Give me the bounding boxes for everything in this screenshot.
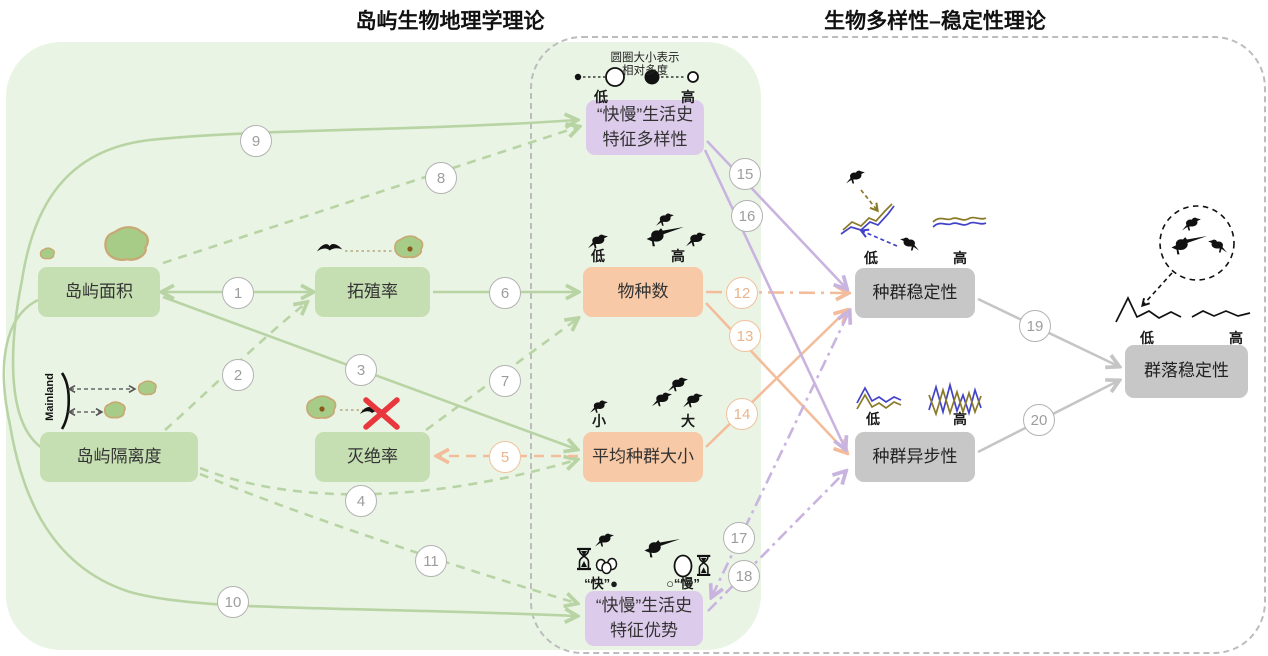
title-right: 生物多样性–稳定性理论 <box>824 10 1046 33</box>
edge-num-12: 12 <box>726 277 758 309</box>
edge-num-9: 9 <box>240 125 272 157</box>
edge-num-1: 1 <box>222 277 254 309</box>
edge-num-19: 19 <box>1019 310 1051 342</box>
edge-num-3: 3 <box>345 354 377 386</box>
asynchrony-high-icon <box>928 381 982 417</box>
community-birds-circle-icon <box>1141 205 1235 308</box>
popsize-large-birds-icon <box>652 377 703 408</box>
edge-num-7: 7 <box>489 365 521 397</box>
community-high-label: 高 <box>1229 330 1243 346</box>
edge-num-10: 10 <box>217 586 249 618</box>
box-island-area-label: 岛屿面积 <box>65 281 133 301</box>
edge-num-6: 6 <box>489 277 521 309</box>
legend-high-label: 高 <box>681 89 695 105</box>
stability-theory-panel <box>530 36 1266 654</box>
box-trait-dominance: “快慢”生活史 特征优势 <box>585 591 703 646</box>
extinction-icon <box>306 395 400 430</box>
edge-2-isolation-colonization <box>164 303 306 431</box>
box-island-isolation-label: 岛屿隔离度 <box>76 446 162 466</box>
edge-16-traitdiversity-asynchrony <box>703 149 845 448</box>
box-island-isolation: 岛屿隔离度 <box>40 432 198 482</box>
box-population-stability-label: 种群稳定性 <box>872 282 958 302</box>
community-low-label: 低 <box>1140 330 1154 346</box>
richness-high-birds-icon <box>646 213 706 247</box>
box-trait-diversity-line1: “快慢”生活史 <box>596 104 694 124</box>
richness-low-label: 低 <box>591 248 605 264</box>
edge-18-traitdominance-asynchrony <box>707 472 845 612</box>
box-trait-diversity-line2: 特征多样性 <box>602 129 688 149</box>
stability-high-icon <box>932 216 987 228</box>
edge-num-13: 13 <box>729 320 761 352</box>
box-colonization-rate: 拓殖率 <box>315 267 430 317</box>
box-community-stability: 群落稳定性 <box>1125 345 1248 398</box>
edge-num-17: 17 <box>723 522 755 554</box>
edge-num-15: 15 <box>729 158 761 190</box>
edge-num-16: 16 <box>731 200 763 232</box>
red-x-icon <box>363 397 400 430</box>
edge-10-area-traitdominance <box>2 298 576 616</box>
dominance-slow-label: ○“慢” <box>666 576 700 591</box>
edge-num-4: 4 <box>345 485 377 517</box>
popsize-small-label: 小 <box>592 413 606 429</box>
edge-15-traitdiversity-stability <box>706 140 846 288</box>
richness-high-label: 高 <box>671 248 685 264</box>
box-mean-population-size: 平均种群大小 <box>583 432 703 482</box>
edge-num-18: 18 <box>728 560 760 592</box>
box-colonization-rate-label: 拓殖率 <box>347 281 398 301</box>
edge-num-2: 2 <box>222 359 254 391</box>
box-trait-dominance-line1: “快慢”生活史 <box>595 595 693 615</box>
island-small-icon <box>39 247 55 260</box>
edge-17-traitdominance-stability <box>712 312 849 596</box>
box-extinction-rate: 灭绝率 <box>315 432 430 482</box>
box-population-asynchrony: 种群异步性 <box>855 432 975 482</box>
edge-11-isolation-traitdominance <box>199 472 576 603</box>
box-population-stability: 种群稳定性 <box>855 268 975 318</box>
legend-line2: 相对多度 <box>622 65 668 77</box>
edge-8-area-traitdiversity <box>162 127 578 265</box>
box-trait-dominance-line2: 特征优势 <box>610 620 678 640</box>
box-trait-diversity: “快慢”生活史 特征多样性 <box>586 100 704 155</box>
stability-low-icon <box>840 170 919 251</box>
edge-9-isolation-traitdiversity <box>11 120 576 450</box>
edge-num-8: 8 <box>425 162 457 194</box>
box-mean-population-size-label: 平均种群大小 <box>592 446 694 466</box>
colonization-icon <box>317 235 424 259</box>
abundance-legend-icon <box>574 67 699 87</box>
edge-num-5: 5 <box>489 441 521 473</box>
stability-low-label: 低 <box>864 250 878 266</box>
edge-num-11: 11 <box>415 545 447 577</box>
box-extinction-rate-label: 灭绝率 <box>347 446 398 466</box>
asynchrony-low-label: 低 <box>866 411 880 427</box>
slow-lifehistory-icon <box>644 539 712 578</box>
box-species-richness: 物种数 <box>583 267 703 317</box>
asynchrony-low-icon <box>856 386 902 410</box>
legend-line1: 圆圈大小表示 <box>610 52 680 64</box>
island-large-icon <box>104 226 149 261</box>
edge-num-14: 14 <box>726 398 758 430</box>
title-left: 岛屿生物地理学理论 <box>355 10 545 33</box>
edge-14-popsize-stability <box>705 311 846 448</box>
stability-high-label: 高 <box>953 250 967 266</box>
asynchrony-high-label: 高 <box>953 411 967 427</box>
mainland-bracket-icon <box>60 372 157 430</box>
box-species-richness-label: 物种数 <box>617 281 669 301</box>
popsize-large-label: 大 <box>681 413 695 429</box>
fast-lifehistory-icon <box>575 533 618 575</box>
dominance-fast-label: “快”● <box>584 576 618 591</box>
box-island-area: 岛屿面积 <box>38 267 160 317</box>
community-high-icon <box>1191 310 1251 318</box>
mainland-label: Mainland <box>44 373 56 421</box>
edge-num-20: 20 <box>1023 404 1055 436</box>
legend-low-label: 低 <box>594 89 608 105</box>
box-community-stability-label: 群落稳定性 <box>1144 361 1229 381</box>
box-population-asynchrony-label: 种群异步性 <box>872 446 958 466</box>
community-low-icon <box>1115 296 1182 323</box>
